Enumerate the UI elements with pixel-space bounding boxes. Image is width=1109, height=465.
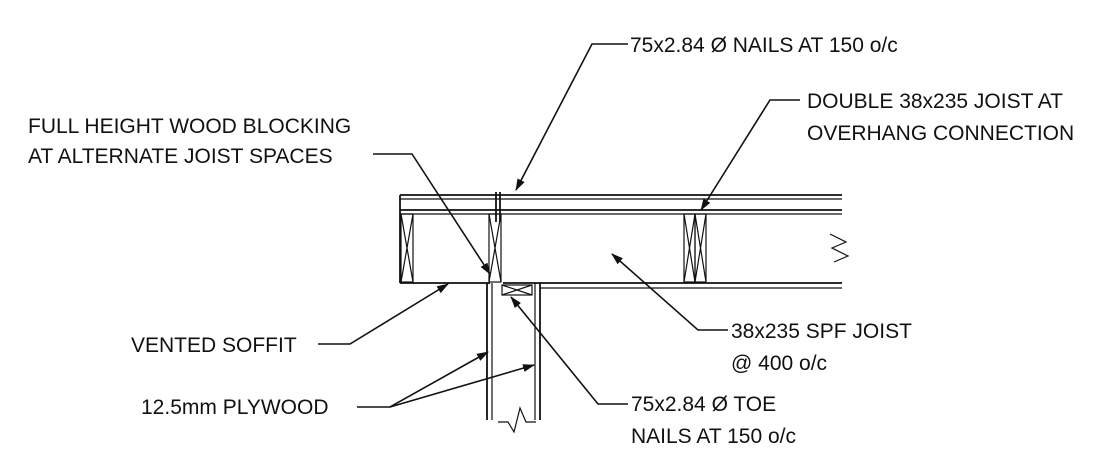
label-blocking-2: AT ALTERNATE JOIST SPACES xyxy=(28,145,333,168)
label-double-joist-1: DOUBLE 38x235 JOIST AT xyxy=(807,90,1063,113)
break-line-right xyxy=(829,233,850,263)
label-spf-joist-1: 38x235 SPF JOIST xyxy=(731,320,912,343)
label-plywood: 12.5mm PLYWOOD xyxy=(141,396,328,419)
label-toe-nails-2: NAILS AT 150 o/c xyxy=(631,425,796,448)
double-joist xyxy=(683,213,707,283)
label-nails-top: 75x2.84 Ø NAILS AT 150 o/c xyxy=(630,34,898,57)
label-spf-joist-2: @ 400 o/c xyxy=(731,352,827,375)
label-blocking-1: FULL HEIGHT WOOD BLOCKING xyxy=(28,115,351,138)
floor-deck xyxy=(399,194,842,283)
label-soffit: VENTED SOFFIT xyxy=(131,334,297,357)
annotations: 75x2.84 Ø NAILS AT 150 o/c DOUBLE 38x235… xyxy=(28,34,1074,448)
leader-lines xyxy=(318,43,800,408)
joist-bottom xyxy=(400,282,842,289)
end-joist xyxy=(400,213,414,283)
label-toe-nails-1: 75x2.84 Ø TOE xyxy=(631,393,776,416)
label-double-joist-2: OVERHANG CONNECTION xyxy=(807,122,1074,145)
wood-blocking xyxy=(488,213,502,283)
deck-nail xyxy=(495,192,501,222)
wall xyxy=(486,283,541,434)
